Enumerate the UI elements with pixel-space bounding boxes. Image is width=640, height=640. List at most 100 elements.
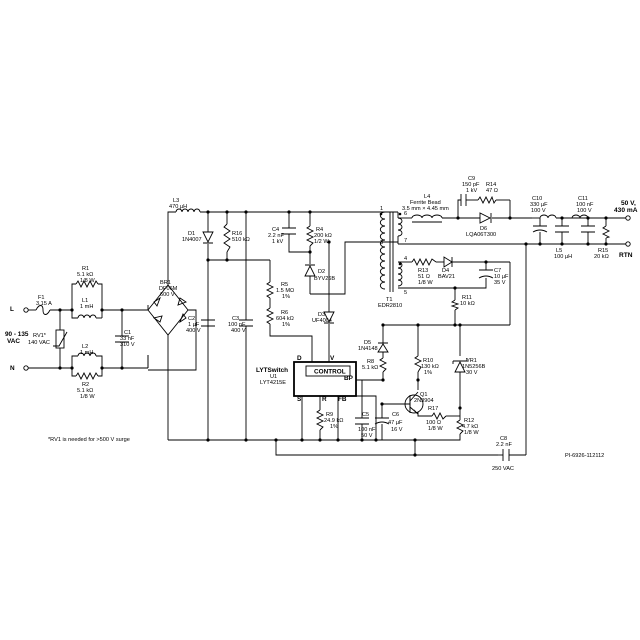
junction-dots bbox=[58, 210, 608, 457]
inductor-l2 bbox=[77, 352, 97, 357]
labels: L N 90 - 135 VAC 50 V, 430 mA RTN F1 3.1… bbox=[5, 176, 638, 472]
transformer-t1 bbox=[379, 211, 403, 292]
label-out-current: 430 mA bbox=[614, 207, 638, 214]
ic-u1 bbox=[293, 361, 357, 397]
label-c3-val: 100 nF bbox=[228, 322, 246, 328]
label-r9-val: 24.9 kΩ bbox=[324, 418, 343, 424]
label-t1-pin4: 4 bbox=[404, 256, 407, 262]
label-r15-val: 20 kΩ bbox=[594, 254, 609, 260]
label-r14-val: 47 Ω bbox=[486, 188, 498, 194]
label-r11-ref: R11 bbox=[462, 295, 472, 301]
label-l3-ref: L3 bbox=[173, 198, 179, 204]
label-t1-pin3: 3 bbox=[380, 240, 383, 246]
label-input-unit: VAC bbox=[7, 338, 20, 345]
label-c10-v: 100 V bbox=[531, 208, 546, 214]
capacitor-c8 bbox=[502, 449, 510, 461]
label-d6-ref: D6 bbox=[480, 226, 487, 232]
label-br1-v: 600 V bbox=[160, 292, 175, 298]
label-u1-control: CONTROL bbox=[314, 369, 346, 376]
resistor-r1 bbox=[75, 279, 99, 289]
label-br1-ref: BR1 bbox=[160, 280, 171, 286]
bridge-rectifier-br1 bbox=[147, 284, 197, 371]
label-d6-val: LQA06T300 bbox=[466, 232, 496, 238]
label-u1-brand: LYTSwitch bbox=[256, 367, 288, 374]
label-r16-val: 510 kΩ bbox=[232, 237, 250, 243]
ferrite-bead-l4 bbox=[411, 214, 443, 223]
drawing-id: PI-6926-112112 bbox=[565, 453, 604, 459]
label-r10-val: 130 kΩ bbox=[421, 364, 439, 370]
label-r11-val: 10 kΩ bbox=[460, 301, 475, 307]
label-d3-ref: D3 bbox=[318, 312, 325, 318]
label-d1-ref: D1 bbox=[188, 231, 195, 237]
label-r6-ref: R6 bbox=[281, 310, 288, 316]
label-r1-ref: R1 bbox=[82, 266, 89, 272]
label-t1-pin6: 6 bbox=[404, 211, 407, 217]
resistor-r15 bbox=[601, 225, 611, 239]
label-c8-v: 250 VAC bbox=[492, 466, 514, 472]
label-f1-ref: F1 bbox=[38, 295, 45, 301]
label-l3-val: 470 µH bbox=[169, 204, 187, 210]
label-c7-val: 10 µF bbox=[494, 274, 509, 280]
label-u1-pin-v: V bbox=[330, 355, 335, 362]
label-l1-ref: L1 bbox=[82, 298, 88, 304]
label-t1-ref: T1 bbox=[386, 297, 393, 303]
capacitor-c4 bbox=[282, 227, 296, 235]
label-r1-pw: 1/8 W bbox=[80, 278, 95, 284]
label-out-voltage: 50 V, bbox=[621, 200, 636, 207]
label-r17-val: 100 Ω bbox=[426, 420, 441, 426]
label-r8-val: 5.1 kΩ bbox=[362, 365, 378, 371]
terminal-pins bbox=[23, 215, 631, 371]
label-r1-val: 5.1 kΩ bbox=[77, 272, 93, 278]
label-t1-pin1: 1 bbox=[380, 206, 383, 212]
label-r6-tol: 1% bbox=[282, 322, 290, 328]
wires bbox=[28, 199, 626, 456]
label-c5-val: 100 nF bbox=[358, 427, 376, 433]
resistor-r6 bbox=[265, 307, 275, 325]
label-d5-val: 1N4148 bbox=[358, 346, 378, 352]
label-c2-val: 1 µF bbox=[188, 322, 200, 328]
label-c8-val: 2.2 nF bbox=[496, 442, 512, 448]
label-c5-ref: C5 bbox=[362, 412, 369, 418]
label-r13-val: 51 Ω bbox=[418, 274, 430, 280]
label-c5-v: 50 V bbox=[361, 433, 373, 439]
capacitor-c11 bbox=[555, 225, 569, 233]
label-c2-ref: C2 bbox=[188, 316, 195, 322]
resistor-r11 bbox=[450, 299, 460, 311]
label-d4-ref: D4 bbox=[442, 268, 449, 274]
surge-note: *RV1 is needed for >500 V surge bbox=[48, 437, 130, 443]
label-r12-pw: 1/8 W bbox=[464, 430, 479, 436]
resistor-r9 bbox=[315, 409, 325, 431]
label-q1-ref: Q1 bbox=[420, 392, 427, 398]
label-l4-ref: L4 bbox=[424, 194, 430, 200]
label-r4-ref: R4 bbox=[316, 227, 323, 233]
label-c1-val: 33 nF bbox=[120, 336, 135, 342]
resistor-r8 bbox=[378, 357, 388, 373]
label-neutral: N bbox=[10, 365, 15, 372]
label-rv1-ref: RV1* bbox=[33, 333, 47, 339]
inductor-l3 bbox=[175, 208, 201, 213]
label-r4-val: 200 kΩ bbox=[314, 233, 332, 239]
label-r17-ref: R17 bbox=[428, 406, 438, 412]
diode-d6 bbox=[479, 212, 492, 224]
label-f1-val: 3.15 A bbox=[36, 301, 52, 307]
label-u1-pin-bp: BP bbox=[344, 375, 354, 382]
label-u1-pin-s: S bbox=[297, 396, 302, 403]
label-l5-val: 100 µH bbox=[554, 254, 572, 260]
label-r10-tol: 1% bbox=[424, 370, 432, 376]
fuse-f1 bbox=[35, 305, 51, 315]
resistor-r10 bbox=[413, 355, 423, 373]
label-vr1-v: 30 V bbox=[466, 370, 478, 376]
capacitor-c10 bbox=[532, 225, 548, 233]
inductor-l5 bbox=[532, 214, 557, 219]
label-r10-ref: R10 bbox=[423, 358, 433, 364]
label-u1-part: LYT4215E bbox=[260, 380, 286, 386]
capacitor-c1 bbox=[115, 335, 129, 343]
label-input-range: 90 - 135 bbox=[5, 331, 29, 338]
label-c11-v: 100 V bbox=[577, 208, 592, 214]
label-r8-ref: R8 bbox=[367, 359, 374, 365]
label-r6-val: 604 kΩ bbox=[276, 316, 294, 322]
label-t1-pin7: 7 bbox=[404, 238, 407, 244]
resistor-r13 bbox=[411, 257, 437, 267]
resistor-r4 bbox=[305, 225, 315, 247]
